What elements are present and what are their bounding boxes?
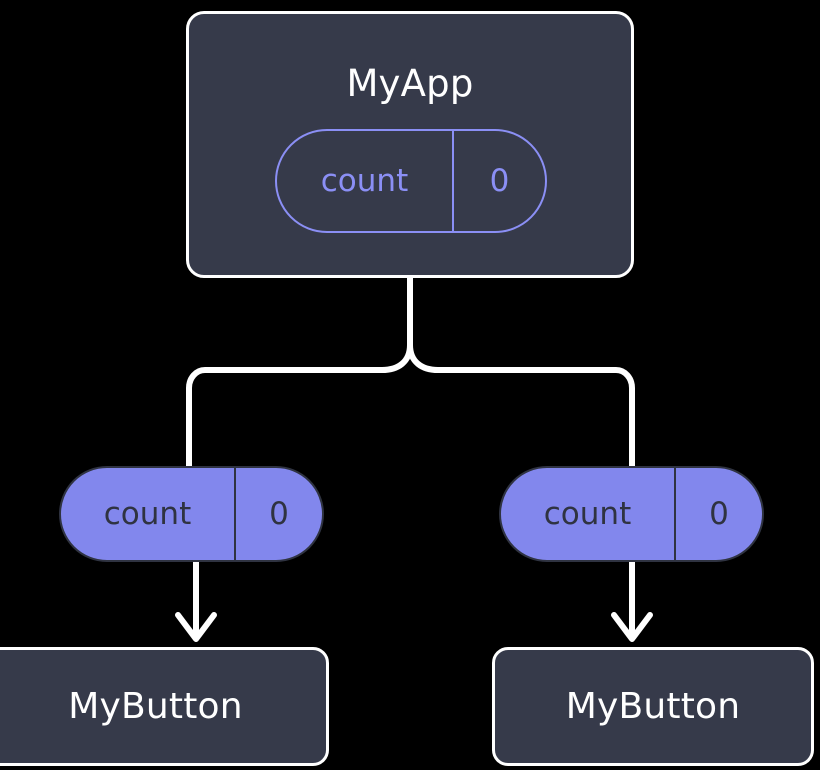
component-node-mybutton-left[interactable]: MyButton — [0, 647, 329, 766]
state-pill-root[interactable]: count 0 — [275, 129, 547, 233]
state-value: 0 — [489, 162, 510, 199]
state-pill-child-right[interactable]: count 0 — [499, 466, 764, 562]
edge-root-to-right-state — [407, 342, 635, 469]
component-title: MyButton — [565, 685, 741, 727]
arrowhead-left — [175, 612, 217, 642]
component-node-mybutton-right[interactable]: MyButton — [492, 647, 814, 766]
state-key: count — [61, 468, 236, 560]
arrowhead-right — [611, 612, 653, 642]
component-title: MyButton — [68, 685, 243, 727]
edge-root-to-left-state — [186, 342, 413, 469]
component-title: MyApp — [346, 62, 474, 105]
state-value: 0 — [709, 495, 729, 532]
state-pill-child-left[interactable]: count 0 — [59, 466, 324, 562]
state-value: 0 — [269, 495, 289, 532]
state-key: count — [501, 468, 676, 560]
state-key: count — [277, 131, 454, 231]
